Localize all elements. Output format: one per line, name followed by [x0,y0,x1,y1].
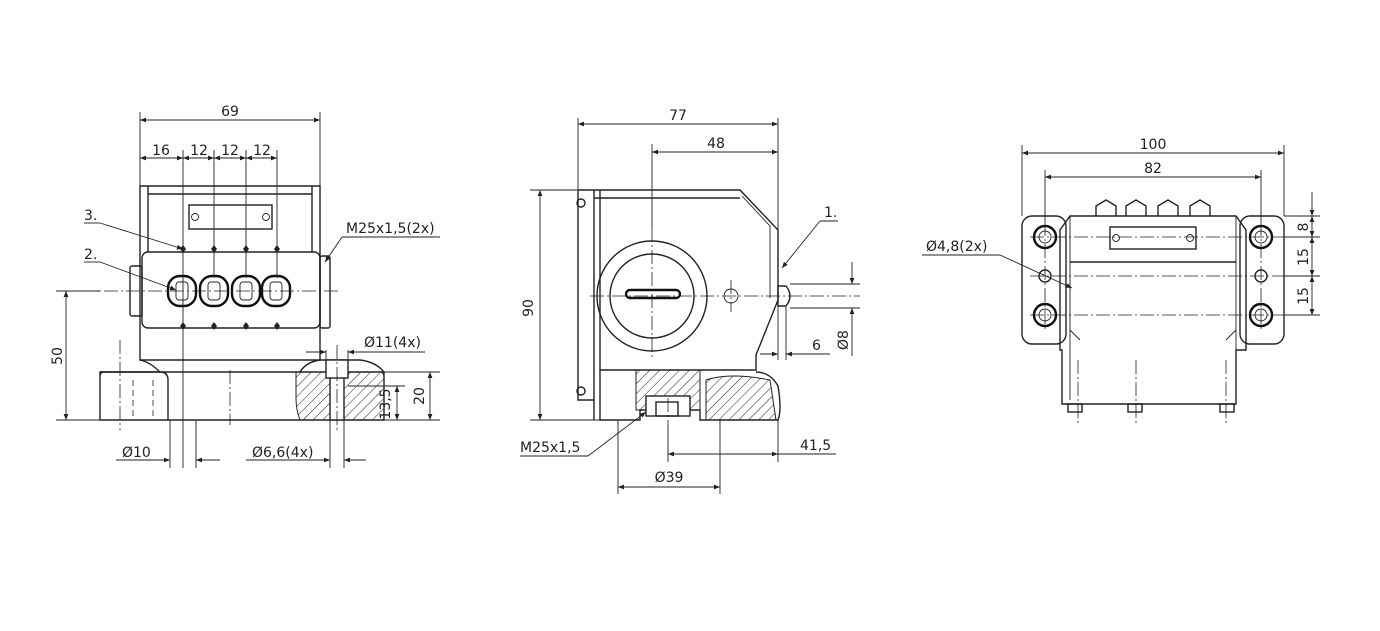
dim-15-b: 15 [1296,287,1312,305]
dim-77: 77 [669,108,687,124]
dim-first-spacing: 16 [152,143,170,159]
dim-8: 8 [1296,223,1312,232]
dim-dia-8: Ø8 [836,330,852,350]
dim-hole-dia: Ø6,6(4x) [252,445,313,461]
dim-overall-width: 69 [221,104,239,120]
dim-13-5: 13,5 [378,388,394,419]
front-view: 69 16 12 12 12 3. 2. M25x1,5(2x) 50 [50,104,440,468]
callout-1: 1. [824,205,837,221]
front-thread-label: M25x1,5(2x) [346,221,435,237]
dim-6: 6 [812,338,821,354]
dim-rear-hole-dia: Ø4,8(2x) [926,239,987,255]
dim-dia-10: Ø10 [122,445,151,461]
side-thread-label: M25x1,5 [520,440,580,456]
dim-100: 100 [1140,137,1167,153]
callout-2: 2. [84,247,97,263]
dim-82: 82 [1144,161,1162,177]
dim-height: 50 [50,347,66,365]
dim-bore-dia: Ø11(4x) [364,335,421,351]
dim-spacing-1: 12 [190,143,208,159]
dim-20: 20 [412,387,428,405]
dim-15-a: 15 [1296,248,1312,266]
dim-spacing-3: 12 [253,143,271,159]
dim-90: 90 [521,299,537,317]
side-view: 77 48 1. 90 Ø8 6 M25x1,5 41,5 [520,108,860,494]
dim-spacing-2: 12 [221,143,239,159]
dim-41-5: 41,5 [800,438,831,454]
callout-3: 3. [84,208,97,224]
dim-dia-39: Ø39 [655,470,684,486]
rear-view: 100 82 Ø4,8(2x) 8 15 15 [922,137,1320,424]
dim-48: 48 [707,136,725,152]
